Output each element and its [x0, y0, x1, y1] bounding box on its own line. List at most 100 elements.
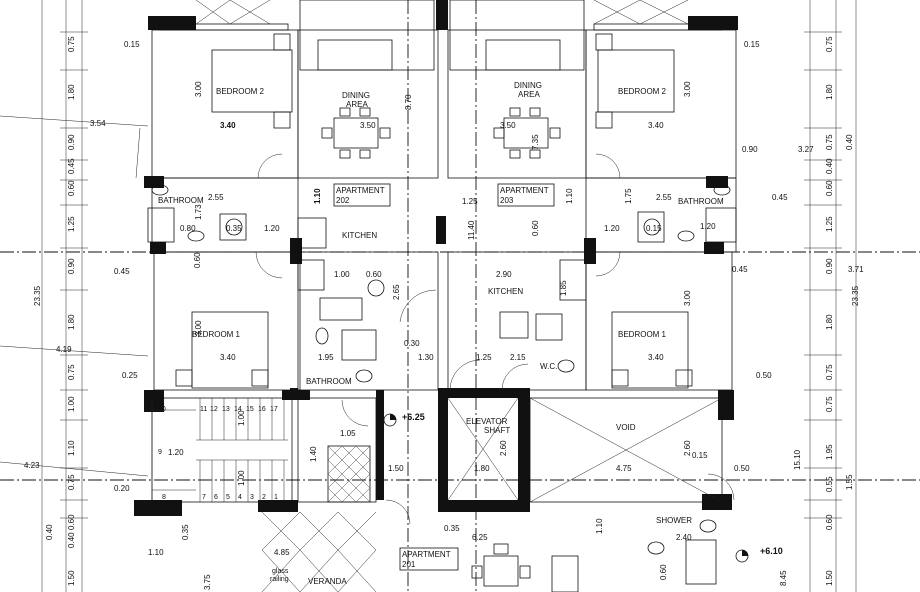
dim-label: 0.50: [734, 464, 750, 473]
stair-number: 16: [258, 406, 266, 413]
dim-label: 1.20: [168, 448, 184, 457]
edge-dim-label: 1.80: [825, 314, 834, 330]
edge-dim-label: 0.75: [825, 364, 834, 380]
dim-label: 0.40: [845, 134, 854, 150]
stair-number: 15: [246, 406, 254, 413]
right-edge-dimensions: 0.751.800.750.400.601.250.901.800.750.75…: [825, 36, 834, 586]
dim-label: 2.55: [656, 193, 672, 202]
dim-label: 0.80: [180, 224, 196, 233]
leader-lines: [0, 115, 149, 477]
dim-label: 7.35: [531, 134, 540, 150]
dim-label: 3.00: [194, 320, 203, 336]
dim-label: 15.10: [793, 449, 802, 470]
label-elevator-1: ELEVATOR: [466, 417, 508, 426]
label-bathroom-upper-right: BATHROOM: [678, 197, 724, 206]
dim-label: 0.30: [404, 339, 420, 348]
label-apt202-2: 202: [336, 196, 350, 205]
edge-dim-label: 0.75: [825, 36, 834, 52]
label-apt202-1: APARTMENT: [336, 186, 385, 195]
label-apt201-2: 201: [402, 560, 416, 569]
dim-label: 1.30: [418, 353, 434, 362]
dim-label: 1.73: [194, 204, 203, 220]
edge-dim-label: 1.80: [825, 84, 834, 100]
dim-label: 2.15: [510, 353, 526, 362]
room-labels: BEDROOM 2 BEDROOM 2 DINING AREA DINING A…: [158, 81, 783, 586]
edge-dim-label: 1.80: [67, 84, 76, 100]
label-shower: SHOWER: [656, 516, 692, 525]
edge-dim-label: 0.60: [67, 180, 76, 196]
label-apt203-2: 203: [500, 196, 514, 205]
label-elevator-2: SHAFT: [484, 426, 510, 435]
dim-label: 1.75: [624, 188, 633, 204]
label-bathroom-lower: BATHROOM: [306, 377, 352, 386]
dim-label: 1.95: [318, 353, 334, 362]
label-apt201-1: APARTMENT: [402, 550, 451, 559]
stair-number: 13: [222, 406, 230, 413]
dim-label: 2.40: [676, 533, 692, 542]
dim-label: 0.90: [742, 145, 758, 154]
dimension-chains: [41, 0, 857, 592]
edge-dim-label: 0.60: [825, 514, 834, 530]
stair-number: 5: [226, 494, 230, 501]
edge-dim-label: 0.90: [825, 258, 834, 274]
stair-number: 4: [238, 494, 242, 501]
dim-label: 1.50: [388, 464, 404, 473]
dim-label: 8.70: [404, 94, 413, 110]
dim-label: 0.35: [444, 524, 460, 533]
label-veranda: VERANDA: [308, 577, 347, 586]
dim-label: 0.15: [744, 40, 760, 49]
stair-number: 1: [274, 494, 278, 501]
dim-label: 2.90: [496, 270, 512, 279]
stair-number: 11: [200, 406, 207, 413]
label-apt203-1: APARTMENT: [500, 186, 549, 195]
dim-label: 1.85: [559, 280, 568, 296]
edge-dim-label: 0.45: [67, 158, 76, 174]
dim-label: 3.00: [194, 81, 203, 97]
dim-label: 0.45: [114, 267, 130, 276]
dim-label: 2.60: [683, 440, 692, 456]
dim-label: 1.25: [476, 353, 492, 362]
dim-label: 3.00: [683, 290, 692, 306]
edge-dim-label: 0.60: [825, 180, 834, 196]
dim-label: 4.75: [616, 464, 632, 473]
dim-label: 3.40: [648, 353, 664, 362]
dim-label: 0.35: [226, 224, 242, 233]
dim-label: 0.60: [659, 564, 668, 580]
stair-number: 17: [270, 406, 278, 413]
edge-dim-label: 0.55: [825, 476, 834, 492]
dim-label: 3.71: [848, 265, 864, 274]
dim-label: 0.25: [122, 371, 138, 380]
dim-label: 1.25: [462, 197, 478, 206]
edge-dim-label: 1.25: [825, 216, 834, 232]
label-kitchen-right: KITCHEN: [488, 287, 523, 296]
dim-label: 0.50: [756, 371, 772, 380]
dim-label: 0.60: [366, 270, 382, 279]
dim-label: 0.60: [193, 252, 202, 268]
level-right: +6.10: [760, 546, 783, 556]
label-glass-1: glass: [272, 568, 289, 575]
dim-label: 1.10: [148, 548, 164, 557]
label-bedroom1-left: BEDROOM 1: [192, 330, 241, 339]
edge-dim-label: 0.75: [67, 36, 76, 52]
dim-label: 0.20: [114, 484, 130, 493]
label-kitchen-left: KITCHEN: [342, 231, 377, 240]
dim-label: 1.55: [845, 474, 854, 490]
dim-label: 1.80: [474, 464, 490, 473]
dim-label: 1.10: [565, 188, 574, 204]
label-void: VOID: [616, 423, 636, 432]
dim-label: 3.27: [798, 145, 814, 154]
edge-dim-label: 0.75: [825, 134, 834, 150]
edge-dim-label: 1.50: [825, 570, 834, 586]
edge-dim-label: 0.75: [825, 396, 834, 412]
dim-label: 1.40: [309, 446, 318, 462]
dim-label: 0.15: [646, 224, 662, 233]
dim-label: 23.35: [851, 285, 860, 306]
label-bathroom-upper-left: BATHROOM: [158, 196, 204, 205]
stair-number: 6: [214, 494, 218, 501]
stair-number: 2: [262, 494, 266, 501]
dim-label: 1.20: [604, 224, 620, 233]
edge-dim-label: 1.25: [67, 216, 76, 232]
edge-dim-label: 0.90: [67, 134, 76, 150]
edge-dim-label: 1.10: [67, 440, 76, 456]
